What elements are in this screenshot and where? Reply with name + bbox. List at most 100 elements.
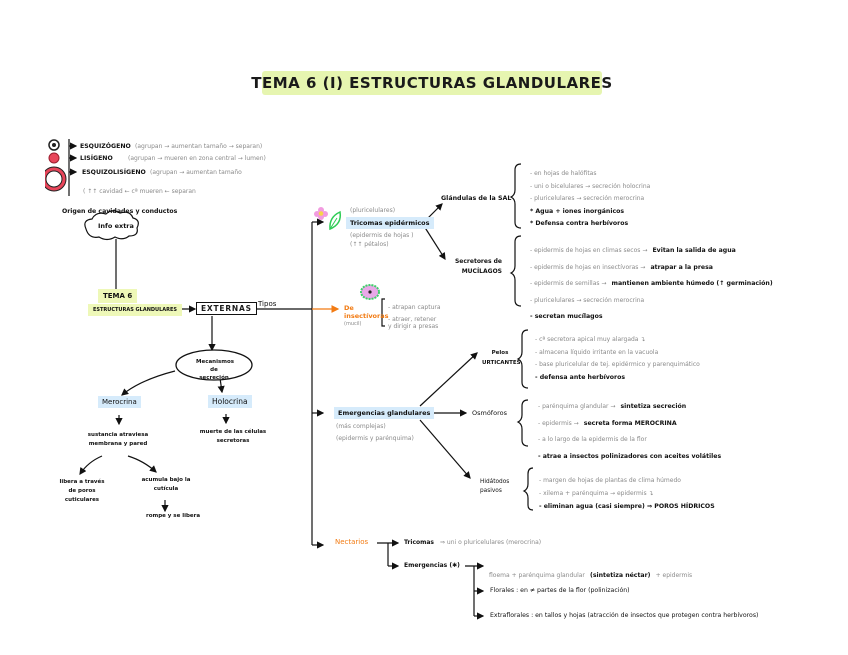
list-item-plain: - epidermis → bbox=[538, 419, 579, 427]
tricomas-note: (pluricelulares) bbox=[350, 207, 396, 214]
list-item: - almacena líquido irritante en la vacuo… bbox=[535, 348, 659, 356]
flower-icon bbox=[314, 207, 328, 220]
list-item-bold: sintetiza secreción bbox=[620, 403, 687, 410]
nectarios-node: Nectarios bbox=[335, 538, 369, 546]
list-item: - pluricelulares → secreción merocrina bbox=[530, 291, 773, 308]
nectarios-tricomas-node: Tricomas bbox=[404, 539, 434, 546]
libera-node: libera a través de poros cuticulares bbox=[52, 478, 112, 505]
ring-red-icon bbox=[45, 166, 67, 192]
nectarios-tricomas-note: ⇒ uni o pluricelulares (merocrina) bbox=[440, 539, 542, 546]
list-item: - cª secretora apical muy alargada ↴ bbox=[535, 336, 646, 343]
insect-trap-icon bbox=[360, 284, 380, 300]
tricomas-node: Tricomas epidérmicos bbox=[346, 217, 434, 229]
tipos-label: Tipos bbox=[258, 300, 277, 308]
legend-label-esquizolisigeno: ESQUIZOLISÍGENO bbox=[82, 169, 146, 176]
mecanismos-line2: secreción bbox=[199, 375, 229, 381]
glandulas-sal-node: Glándulas de la SAL bbox=[441, 195, 512, 202]
merocrina-description: sustancia atraviesa membrana y pared bbox=[82, 431, 154, 449]
desc-line: acumula bajo la bbox=[141, 477, 191, 483]
legend-caption: Origen de cavidades y conductos bbox=[62, 208, 178, 215]
list-item-plain: - epidermis de hojas en climas secos → bbox=[530, 247, 648, 254]
hidatodos-node: Hidátodos pasivos bbox=[480, 478, 509, 496]
list-item: - eliminan agua (casi siempre) ⇒ POROS H… bbox=[539, 503, 715, 510]
node-line: Hidátodos bbox=[480, 479, 510, 485]
acumula-node: acumula bajo la cutícula bbox=[138, 476, 194, 494]
insectivoras-note: (mucil) bbox=[344, 321, 362, 327]
list-item: - pluricelulares → secreción merocrina bbox=[530, 195, 645, 202]
list-item-plain: - parénquima glandular → bbox=[538, 403, 616, 410]
list-item: - en hojas de halófitas bbox=[530, 170, 597, 177]
desc-line: libera a través bbox=[59, 479, 105, 485]
list-item: * Defensa contra herbívoros bbox=[530, 220, 629, 227]
tricomas-sub: (↑↑ pétalos) bbox=[350, 241, 389, 248]
list-item-bold: mantienen ambiente húmedo (↑ germinación… bbox=[611, 280, 773, 287]
node-line: De bbox=[344, 304, 354, 312]
node-line: pasivos bbox=[480, 488, 502, 494]
list-item: - epidermis de semillas → mantienen ambi… bbox=[530, 274, 773, 291]
legend-note: (agrupan → aumentan tamaño → separan) bbox=[135, 143, 263, 150]
note-plain: floema + parénquima glandular bbox=[489, 572, 585, 579]
node-line: Pelos bbox=[491, 350, 509, 356]
list-item: - xilema + parénquima → epidermis ↴ bbox=[539, 490, 654, 497]
list-item: - parénquima glandular → sintetiza secre… bbox=[538, 397, 721, 414]
mecanismos-line1: Mecanismos de bbox=[196, 359, 235, 373]
list-item: - epidermis → secreta forma MEROCRINA bbox=[538, 414, 721, 431]
list-item-plain: - a lo largo de la epidermis de la flor bbox=[538, 436, 647, 443]
desc-line: de poros cuticulares bbox=[64, 488, 100, 503]
list-item: - secretan mucílagos bbox=[530, 307, 773, 324]
circle-red-icon bbox=[48, 152, 60, 164]
list-item: - base pluricelular de tej. epidérmico y… bbox=[535, 361, 700, 368]
list-item: - epidermis de hojas en insectívoras → a… bbox=[530, 258, 773, 275]
nectarios-emergencias-node: Emergencias (✱) bbox=[404, 562, 460, 569]
osmoforos-node: Osmóforos bbox=[472, 409, 507, 417]
note-plain: + epidermis bbox=[655, 572, 693, 579]
osmoforos-list: - parénquima glandular → sintetiza secre… bbox=[538, 397, 721, 463]
list-item-bold: secreta forma MEROCRINA bbox=[583, 419, 677, 427]
page-title: TEMA 6 (I) ESTRUCTURAS GLANDULARES bbox=[251, 71, 612, 95]
root-node-title: TEMA 6 bbox=[98, 289, 138, 303]
list-item-bold: Evitan la salida de agua bbox=[652, 247, 736, 254]
emergencias-node: Emergencias glandulares bbox=[334, 407, 435, 419]
legend-icons bbox=[45, 139, 67, 192]
legend-label-esquizogeno: ESQUIZÓGENO bbox=[80, 143, 131, 150]
mecanismos-label: Mecanismos de secreción bbox=[196, 358, 235, 382]
desc-line: cutícula bbox=[153, 486, 179, 492]
list-item-bold: - atrae a insectos polinizadores con ace… bbox=[538, 452, 722, 460]
mucilagos-list: - epidermis de hojas en climas secos → E… bbox=[530, 241, 773, 324]
emergencias-sub: (epidermis y parénquima) bbox=[336, 435, 414, 442]
insect-item: - atrapan captura bbox=[388, 304, 441, 311]
desc-line: membrana y pared bbox=[88, 441, 148, 447]
list-item-plain: - pluricelulares → secreción merocrina bbox=[530, 296, 645, 304]
node-line: MUCÍLAGOS bbox=[461, 268, 502, 275]
pelos-list: - cª secretora apical muy alargada ↴ - a… bbox=[535, 334, 700, 384]
desc-line: secretoras bbox=[216, 438, 250, 444]
node-line: URTICANTES bbox=[482, 360, 521, 366]
merocrina-node: Merocrina bbox=[98, 396, 141, 408]
cloud-label: Info extra bbox=[98, 222, 134, 230]
flower-leaf-icon bbox=[314, 207, 342, 231]
pelos-urticantes-node: Pelos URTICANTES bbox=[482, 348, 521, 368]
holocrina-description: muerte de las células secretoras bbox=[198, 428, 268, 446]
root-node-subtitle: ESTRUCTURAS GLANDULARES bbox=[88, 304, 183, 316]
note-bold: (sintetiza néctar) bbox=[590, 572, 651, 579]
secretores-mucilagos-node: Secretores de MUCÍLAGOS bbox=[452, 257, 502, 277]
list-item: * Agua + iones inorgánicos bbox=[530, 207, 625, 215]
tricomas-sub: (epidermis de hojas ) bbox=[350, 232, 414, 239]
list-item-bold: - secretan mucílagos bbox=[530, 313, 603, 320]
rompe-node: rompe y se libera bbox=[146, 513, 201, 519]
leaf-icon bbox=[329, 210, 342, 231]
ring-dark-icon bbox=[48, 139, 60, 151]
holocrina-node: Holocrina bbox=[208, 395, 252, 408]
insect-item: - atraer, retener bbox=[388, 316, 437, 323]
mecanismos-ellipse bbox=[175, 349, 253, 381]
list-item: - uni o bicelulares → secreción holocrin… bbox=[530, 182, 651, 190]
legend-label-lisigeno: LISÍGENO bbox=[80, 155, 113, 162]
sal-list: - en hojas de halófitas - uni o bicelula… bbox=[530, 168, 650, 231]
cloud-shape bbox=[84, 210, 139, 241]
externas-box: EXTERNAS bbox=[196, 302, 257, 315]
insectivoras-node: De insectívoras bbox=[344, 304, 388, 320]
emergencias-sub: (más complejas) bbox=[336, 423, 386, 430]
node-line: Secretores de bbox=[454, 258, 502, 265]
list-item-plain: - epidermis de semillas → bbox=[530, 280, 607, 287]
